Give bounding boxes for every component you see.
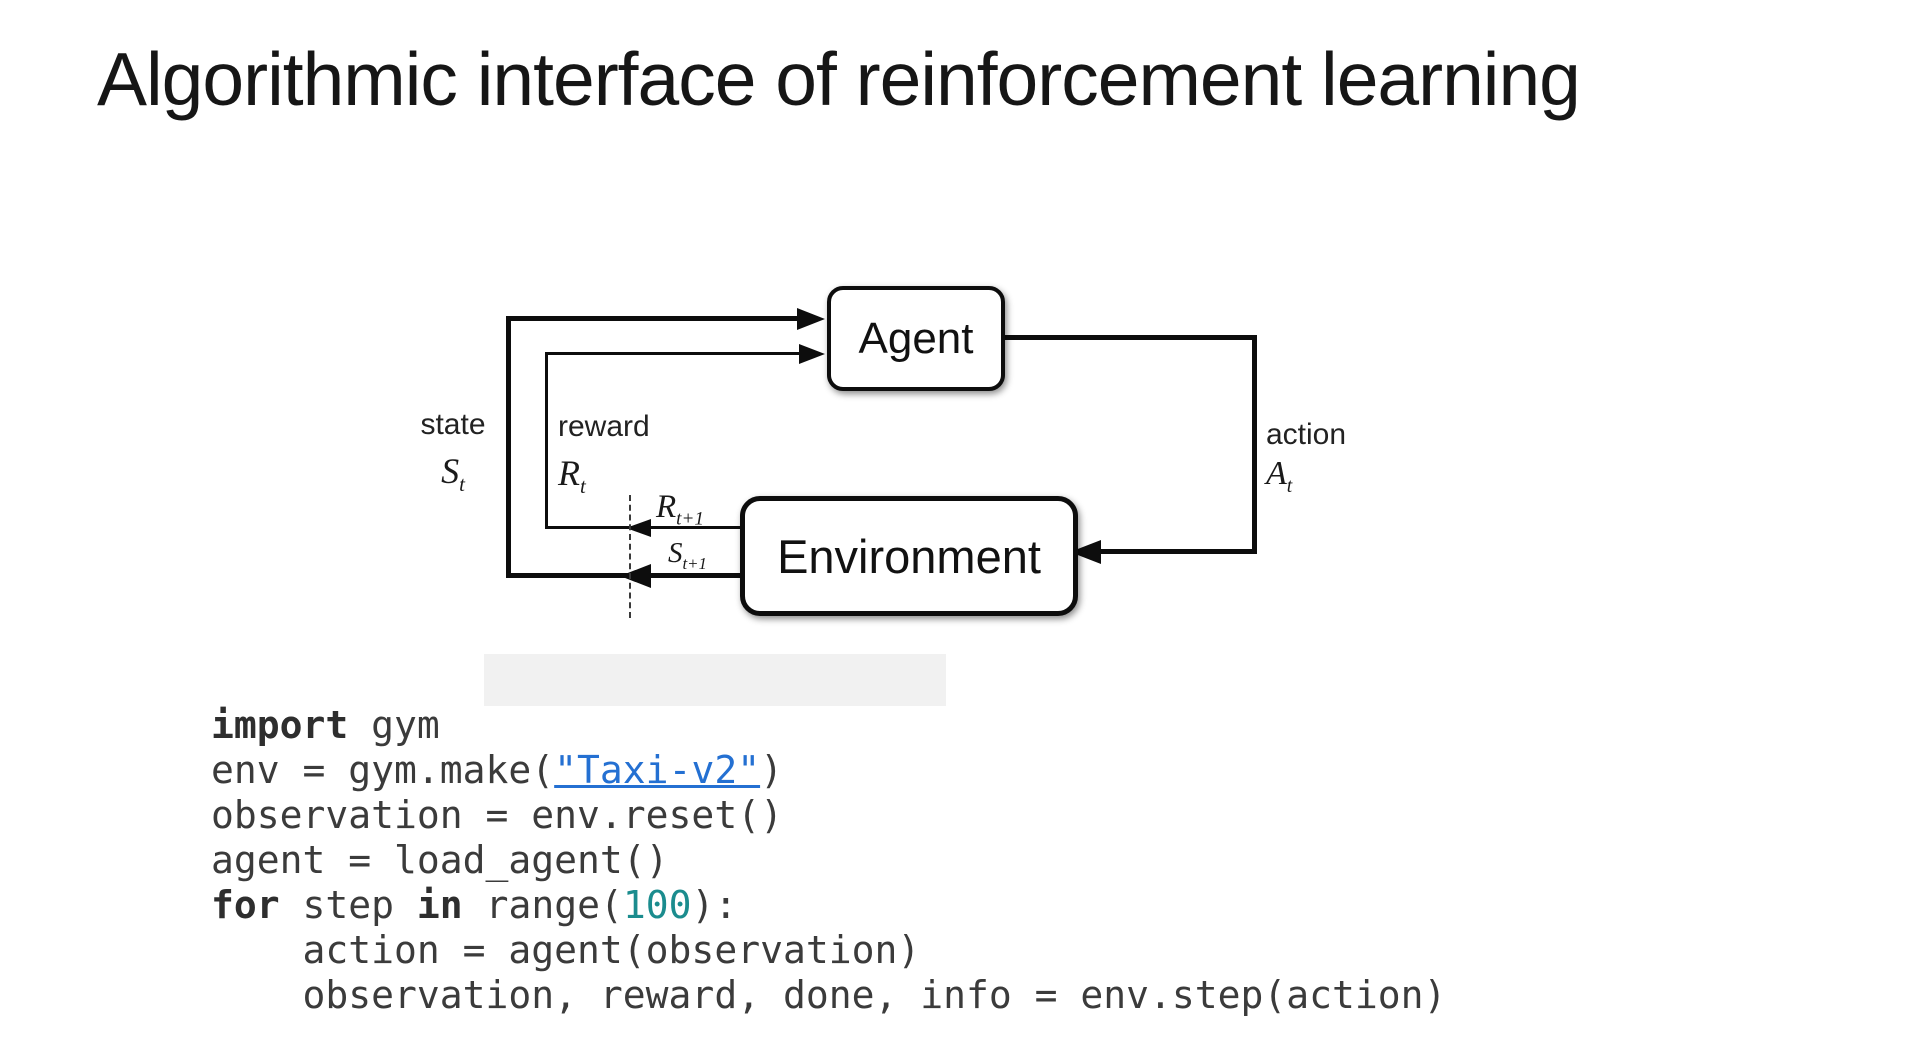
- code-token: action = agent(observation): [211, 928, 921, 972]
- code-token: range(: [462, 883, 623, 927]
- next-reward-symbol: Rt+1: [656, 489, 704, 530]
- arrowhead-state-into-agent-icon: [797, 307, 825, 330]
- code-link-taxi-v2[interactable]: "Taxi-v2": [554, 748, 761, 792]
- code-token: ):: [691, 883, 738, 927]
- action-line-top: [997, 335, 1257, 340]
- code-token: ): [760, 748, 783, 792]
- code-token: gym: [348, 703, 440, 747]
- agent-box: Agent: [827, 286, 1005, 391]
- state-line-vertical: [506, 316, 511, 578]
- code-token: for: [211, 883, 280, 927]
- action-line-bottom: [1098, 549, 1257, 554]
- reward-line-top: [545, 352, 803, 355]
- arrowhead-next-reward-icon: [626, 518, 651, 537]
- code-line: agent = load_agent(): [211, 838, 1446, 883]
- code-line: action = agent(observation): [211, 928, 1446, 973]
- environment-box: Environment: [740, 496, 1078, 616]
- code-line: observation, reward, done, info = env.st…: [211, 973, 1447, 1018]
- state-symbol: St: [441, 451, 465, 497]
- code-token: in: [416, 883, 463, 927]
- code-token: import: [211, 703, 349, 747]
- code-background-patch: [484, 654, 946, 706]
- code-token: step: [279, 883, 417, 927]
- action-line-vertical: [1252, 335, 1257, 554]
- code-token: observation = env.reset(): [211, 793, 783, 837]
- next-state-symbol: St+1: [668, 537, 707, 573]
- reward-line-vertical: [545, 352, 548, 529]
- code-token: agent = load_agent(): [211, 838, 669, 882]
- code-line: env = gym.make("Taxi-v2"): [211, 748, 1446, 793]
- arrowhead-reward-into-agent-icon: [799, 343, 825, 364]
- code-token: observation, reward, done, info = env.st…: [211, 973, 1447, 1017]
- state-label: state: [420, 408, 486, 441]
- action-symbol: At: [1266, 455, 1293, 497]
- environment-box-label: Environment: [777, 529, 1041, 583]
- code-line: for step in range(100):: [211, 883, 1446, 928]
- arrowhead-next-state-icon: [620, 563, 651, 588]
- reward-symbol: Rt: [558, 453, 586, 499]
- reward-label: reward: [558, 410, 650, 443]
- timestep-dashed-line: [629, 495, 631, 618]
- agent-box-label: Agent: [858, 313, 974, 363]
- action-label: action: [1266, 418, 1347, 451]
- state-line-top: [506, 316, 802, 321]
- code-token: env = gym.make(: [211, 748, 555, 792]
- code-line: import gym: [211, 703, 1446, 748]
- code-token: 100: [622, 883, 692, 927]
- code-line: observation = env.reset(): [211, 793, 1446, 838]
- slide-title: Algorithmic interface of reinforcement l…: [97, 37, 1581, 121]
